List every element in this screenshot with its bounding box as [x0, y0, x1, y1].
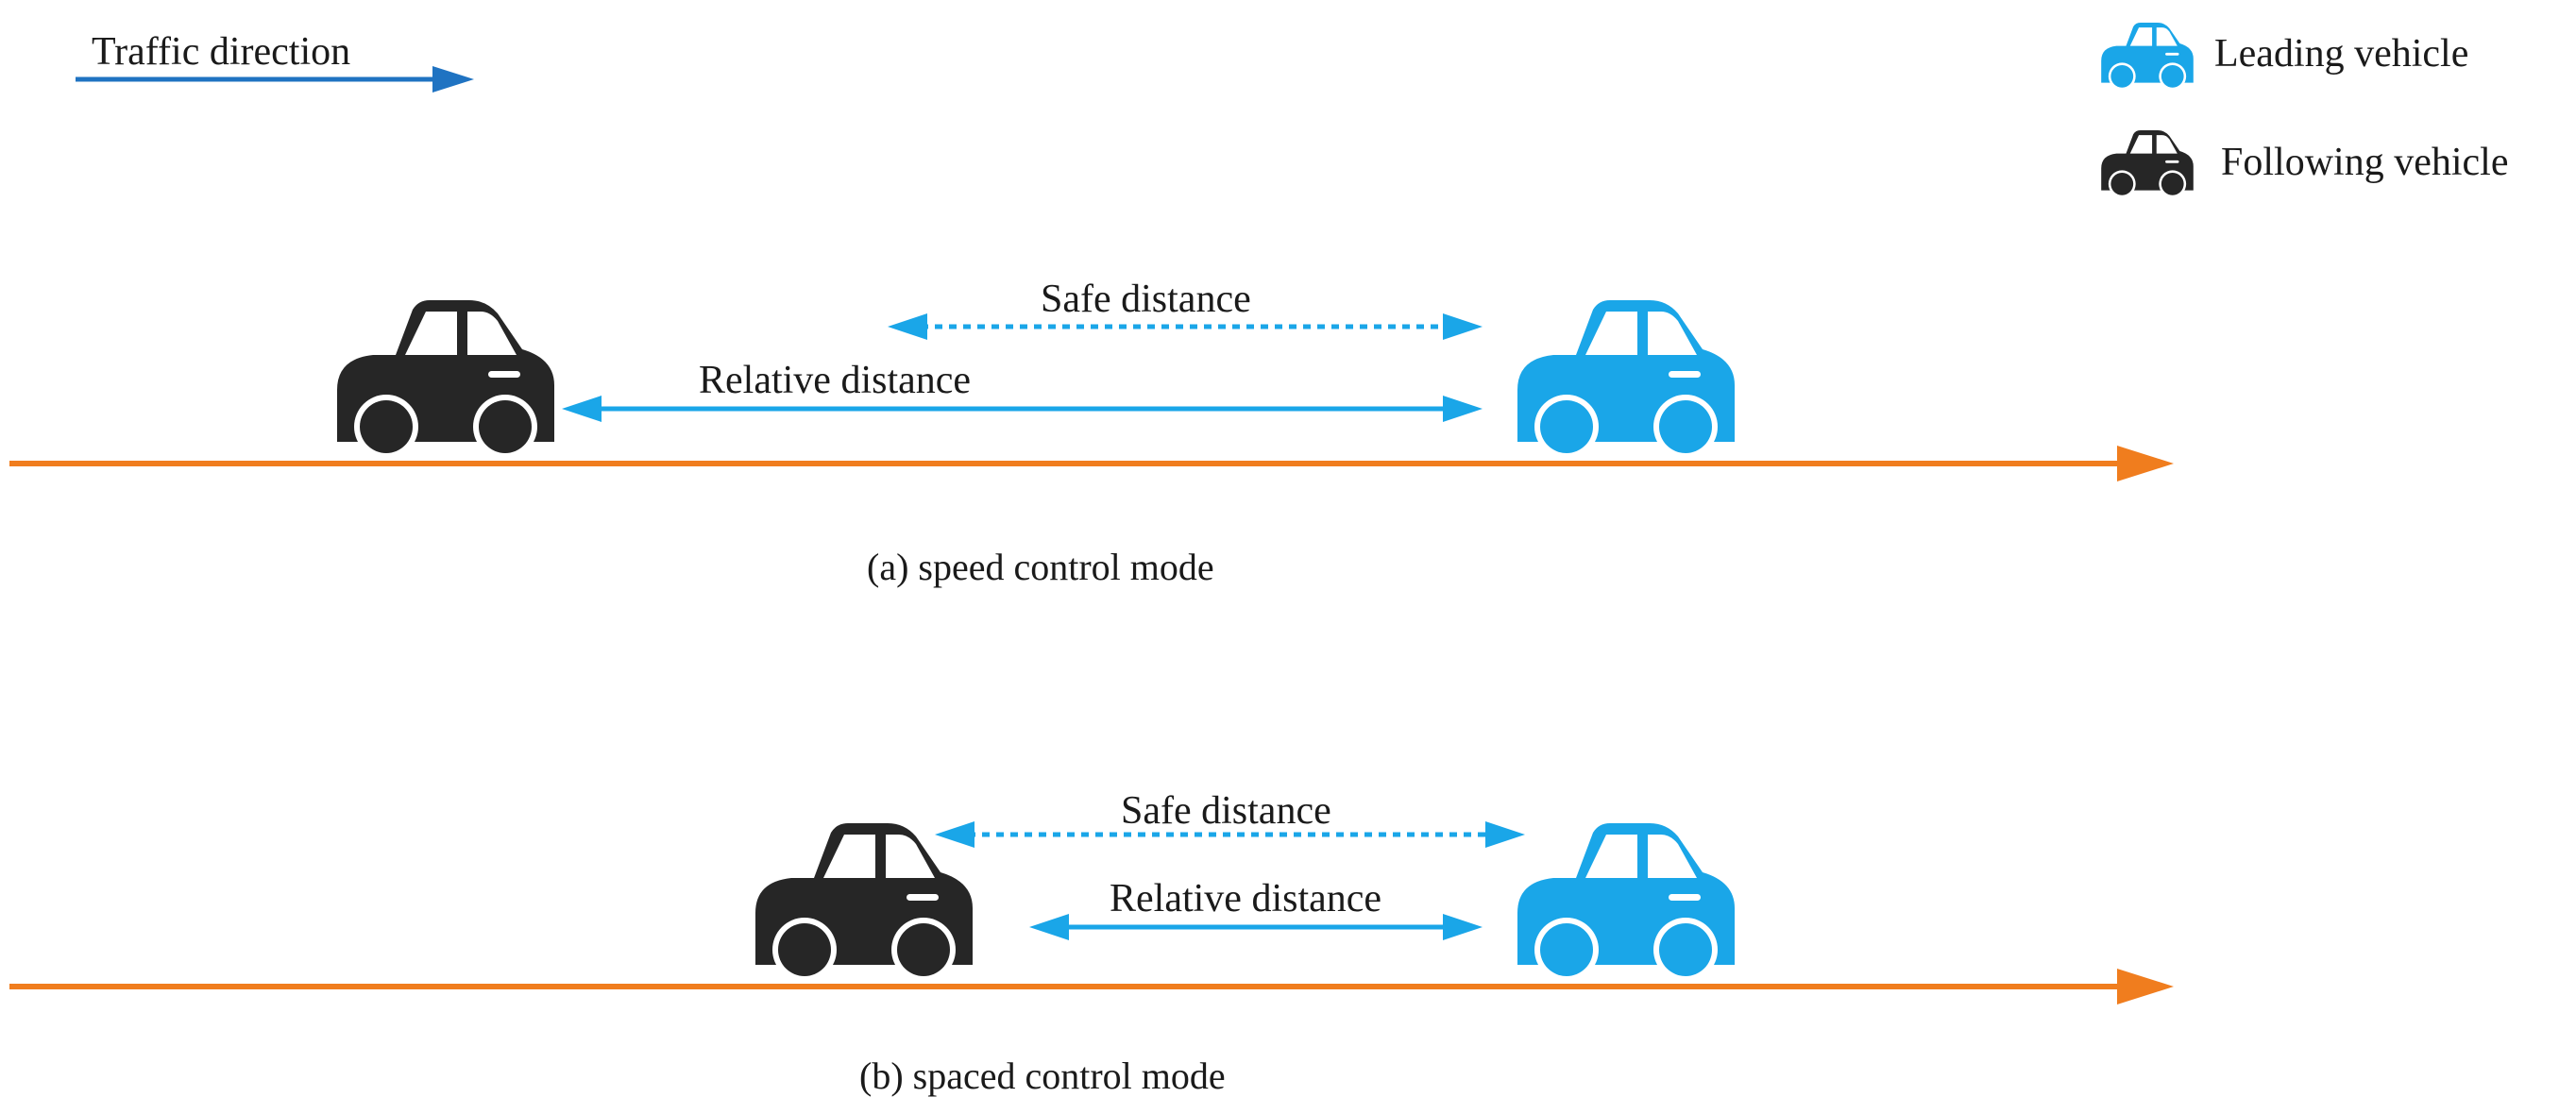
leading-vehicle-icon [1517, 300, 1735, 456]
following-vehicle-legend-label: Following vehicle [2221, 141, 2508, 184]
relative-distance-arrow-right-head [1443, 914, 1483, 940]
relative-distance-label: Relative distance [699, 359, 971, 402]
safe-distance-label: Safe distance [1121, 789, 1331, 833]
leading-vehicle-icon [1517, 823, 1735, 979]
safe-distance-arrow-right-head [1485, 821, 1525, 848]
following-vehicle-legend-icon [2101, 130, 2194, 196]
safe-distance-label: Safe distance [1041, 278, 1251, 321]
safe-distance-arrow-right-head [1443, 313, 1483, 340]
relative-distance-arrow-right-head [1443, 396, 1483, 422]
relative-distance-label: Relative distance [1110, 877, 1381, 920]
traffic-direction-arrow-head [432, 66, 474, 93]
traffic-direction: Traffic direction [76, 30, 474, 93]
panel-caption: (a) speed control mode [867, 546, 1214, 588]
panel-spaced-control-mode: Safe distance Relative distance (b) spac… [9, 789, 2174, 1097]
road-arrow-head [2117, 446, 2174, 481]
following-vehicle-icon [337, 300, 554, 456]
legend: Leading vehicle Following vehicle [2101, 23, 2508, 196]
safe-distance-arrow-left-head [888, 313, 927, 340]
following-vehicle-icon [755, 823, 973, 979]
relative-distance-arrow-left-head [562, 396, 602, 422]
leading-vehicle-legend-label: Leading vehicle [2214, 32, 2468, 76]
road-arrow-head [2117, 969, 2174, 1004]
safe-distance-arrow-left-head [935, 821, 974, 848]
leading-vehicle-legend-icon [2101, 23, 2194, 89]
panel-speed-control-mode: Safe distance Relative distance (a) spee… [9, 278, 2174, 588]
traffic-direction-label: Traffic direction [92, 30, 350, 74]
relative-distance-arrow-left-head [1029, 914, 1069, 940]
panel-caption: (b) spaced control mode [859, 1055, 1226, 1097]
